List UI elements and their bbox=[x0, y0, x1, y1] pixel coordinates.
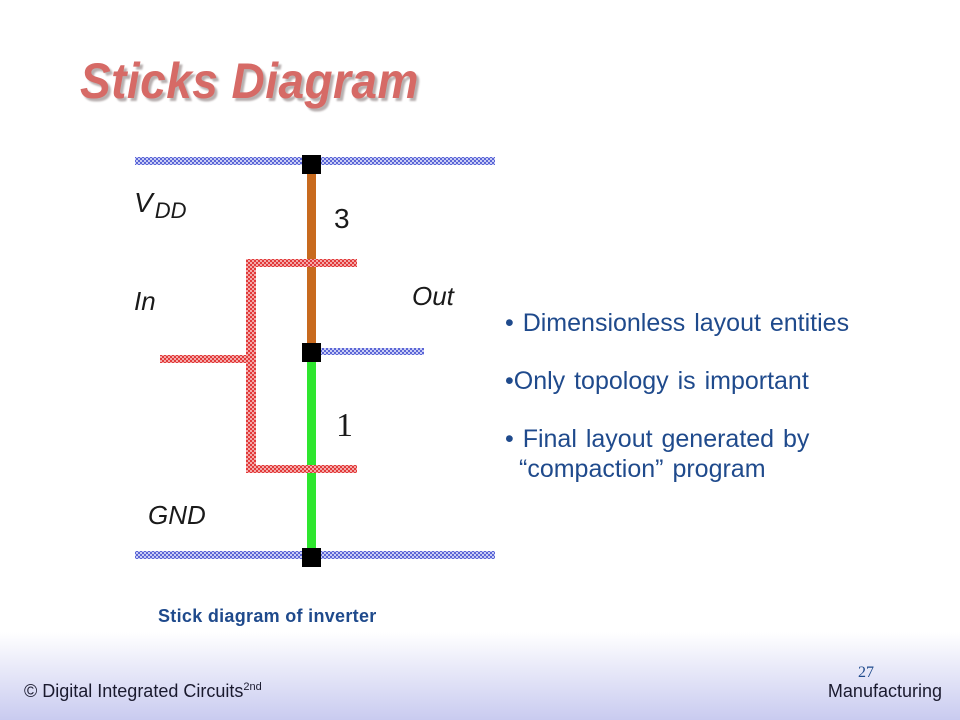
poly-top-gate bbox=[246, 259, 357, 267]
output-metal bbox=[312, 348, 424, 355]
footer-chapter: Manufacturing bbox=[827, 681, 942, 701]
stick-diagram: VDD 3 In Out 1 GND bbox=[134, 155, 495, 567]
slide-title: Sticks Diagram bbox=[80, 53, 419, 109]
diagram-caption: Stick diagram of inverter bbox=[158, 606, 377, 626]
vdd-contact bbox=[302, 155, 321, 174]
bullet-item: • Final layout generated by “compaction”… bbox=[505, 424, 950, 484]
bullet-continuation: “compaction” program bbox=[519, 455, 766, 483]
bullet-text: • Final layout generated by bbox=[505, 425, 810, 453]
in-label: In bbox=[134, 286, 156, 316]
poly-vertical bbox=[246, 259, 256, 473]
footer-course-title: © Digital Integrated Circuits2nd bbox=[24, 681, 262, 701]
gnd-label: GND bbox=[148, 500, 206, 530]
poly-input bbox=[160, 355, 252, 363]
page-number: 27 bbox=[858, 664, 874, 681]
footer-band bbox=[0, 632, 960, 720]
bullet-item: •Only topology is important bbox=[505, 367, 809, 395]
bullet-item: • Dimensionless layout entities bbox=[505, 309, 850, 337]
bullet-list: • Dimensionless layout entities •Only to… bbox=[505, 308, 950, 484]
output-contact bbox=[302, 343, 321, 362]
out-label: Out bbox=[412, 281, 456, 311]
n-diffusion bbox=[307, 362, 316, 552]
pmos-size-label: 3 bbox=[334, 203, 350, 234]
gnd-contact bbox=[302, 548, 321, 567]
vdd-label: VDD bbox=[134, 187, 187, 223]
nmos-size-label: 1 bbox=[336, 407, 353, 444]
p-diffusion bbox=[307, 165, 316, 352]
poly-bottom-gate bbox=[246, 465, 357, 473]
